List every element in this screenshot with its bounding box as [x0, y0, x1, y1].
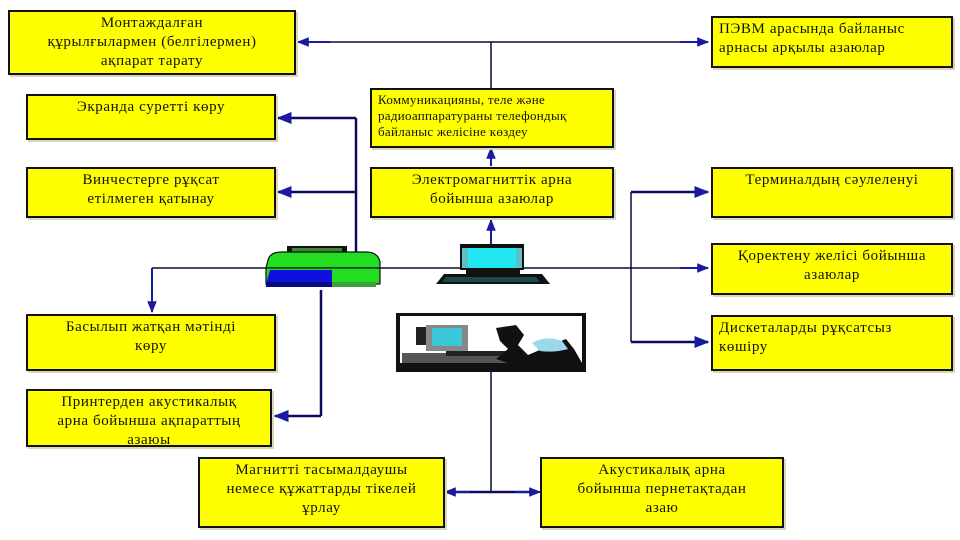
box-winchester-label: Винчестерге рұқсат етілмеген қатынау [82, 172, 220, 207]
box-printed-text-label: Басылып жатқан мәтінді көру [65, 319, 237, 354]
box-pevm: ПЭВМ арасында байланыс арнасы арқылы аза… [711, 16, 953, 68]
box-electromagnetic: Электромагниттік арна бойынша азаюлар [370, 167, 614, 218]
box-screen-view-label: Экранда суретті көру [76, 99, 226, 115]
operator-at-workstation-icon [396, 313, 586, 372]
box-montage-label: Монтаждалған құрылғылармен (белгілермен)… [47, 15, 257, 69]
box-terminal-label: Терминалдың сәулеленуі [745, 172, 919, 188]
box-winchester: Винчестерге рұқсат етілмеген қатынау [26, 167, 276, 218]
box-magnetic-media: Магнитті тасымалдаушы немесе құжаттарды … [198, 457, 445, 528]
box-keyboard-acoustic-label: Акустикалық арна бойынша пернетақтадан а… [577, 462, 747, 516]
box-printer-acoustic-label: Принтерден акустикалық арна бойынша ақпа… [57, 394, 241, 448]
box-keyboard-acoustic: Акустикалық арна бойынша пернетақтадан а… [540, 457, 784, 528]
box-power-line: Қоректену желісі бойынша азаюлар [711, 243, 953, 295]
box-diskettes-label: Дискеталарды рұқсатсыз көшіру [719, 320, 892, 355]
box-communication-label: Коммуникацияны, теле және радиоаппаратур… [378, 92, 567, 139]
box-montage: Монтаждалған құрылғылармен (белгілермен)… [8, 10, 296, 75]
box-power-line-label: Қоректену желісі бойынша азаюлар [737, 248, 927, 283]
computer-terminal-icon [436, 244, 550, 284]
box-printer-acoustic: Принтерден акустикалық арна бойынша ақпа… [26, 389, 272, 448]
box-diskettes: Дискеталарды рұқсатсыз көшіру [711, 315, 953, 371]
box-terminal: Терминалдың сәулеленуі [711, 167, 953, 218]
box-electromagnetic-label: Электромагниттік арна бойынша азаюлар [411, 172, 573, 207]
printer-icon [265, 246, 381, 287]
box-communication: Коммуникацияны, теле және радиоаппаратур… [370, 88, 614, 148]
box-magnetic-media-label: Магнитті тасымалдаушы немесе құжаттарды … [226, 462, 417, 516]
box-pevm-label: ПЭВМ арасында байланыс арнасы арқылы аза… [719, 21, 905, 56]
box-screen-view: Экранда суретті көру [26, 94, 276, 140]
box-printed-text: Басылып жатқан мәтінді көру [26, 314, 276, 371]
